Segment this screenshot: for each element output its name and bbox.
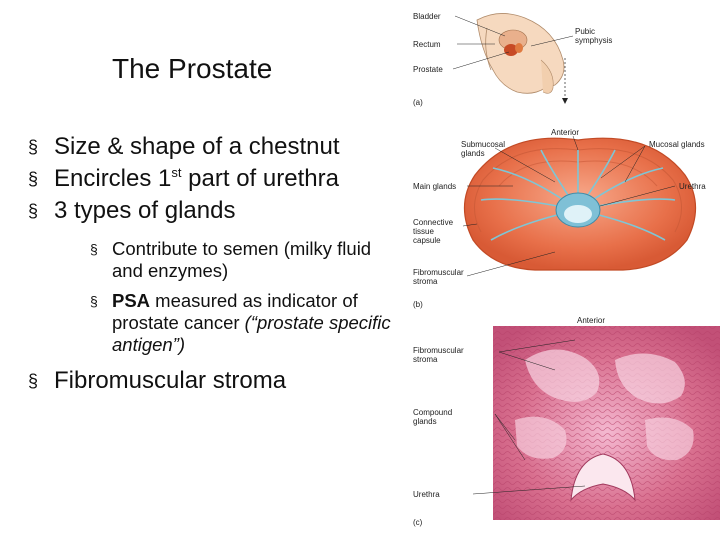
bullet-text: Size & shape of a chestnut — [54, 133, 340, 160]
label-main-glands: Main glands — [413, 182, 457, 191]
label-bladder: Bladder — [413, 12, 441, 21]
bullet-text: Fibromuscular stroma — [54, 367, 287, 394]
bullet-size-shape: § Size & shape of a chestnut — [28, 132, 403, 162]
bullet-text-post: part of urethra — [181, 165, 339, 192]
figure-drawing — [452, 13, 720, 520]
bullet-text: 3 types of glands — [54, 197, 236, 224]
caption-a: (a) — [413, 98, 423, 107]
label-mucosal-glands: Mucosal glands — [649, 140, 705, 149]
panel-a-sagittal — [452, 13, 574, 104]
label-fibromuscular-stroma-c: Fibromuscular stroma — [413, 346, 464, 364]
bullet-encircles-urethra: § Encircles 1st part of urethra — [28, 164, 403, 194]
label-pubic-symphysis: Pubic symphysis — [575, 27, 613, 45]
panel-b-cross-section — [462, 135, 697, 277]
bullet-list: § Size & shape of a chestnut § Encircles… — [28, 132, 403, 398]
label-prostate: Prostate — [413, 65, 443, 74]
sub-bullet-marker: § — [90, 241, 98, 257]
sub-bullet-list: § Contribute to semen (milky fluid and e… — [28, 238, 403, 356]
sub-bullet-semen: § Contribute to semen (milky fluid and e… — [90, 238, 403, 282]
prostate-figure: Bladder Rectum Prostate Pubic symphysis … — [405, 0, 720, 540]
bullet-marker: § — [28, 371, 39, 391]
panel-c-micrograph — [472, 326, 720, 520]
sub-bullet-text: measured as indicator of prostate cancer — [112, 290, 358, 333]
label-urethra-b: Urethra — [679, 182, 706, 191]
psa-term: PSA — [112, 290, 151, 311]
slide-title: The Prostate — [112, 53, 273, 84]
ordinal-superscript: st — [171, 165, 182, 180]
label-rectum: Rectum — [413, 40, 441, 49]
sub-bullet-marker: § — [90, 293, 98, 309]
label-anterior-c: Anterior — [577, 316, 606, 325]
label-fibromuscular-stroma-b: Fibromuscular stroma — [413, 268, 464, 286]
bullet-glands: § 3 types of glands — [28, 196, 403, 226]
caption-b: (b) — [413, 300, 423, 309]
sub-bullet-text: Contribute to semen (milky fluid and enz… — [112, 238, 372, 281]
bullet-stroma: § Fibromuscular stroma — [28, 366, 403, 396]
label-submucosal-glands: Submucosal glands — [461, 140, 506, 158]
bullet-marker: § — [28, 169, 39, 189]
label-compound-glands: Compound glands — [413, 408, 453, 426]
psa-expansion: (“prostate specific antigen”) — [112, 312, 391, 355]
caption-c: (c) — [413, 518, 423, 527]
sub-bullet-psa: § PSA measured as indicator of prostate … — [90, 290, 403, 356]
label-urethra-c: Urethra — [413, 490, 440, 499]
bullet-marker: § — [28, 201, 39, 221]
bullet-marker: § — [28, 137, 39, 157]
label-anterior-b: Anterior — [551, 128, 580, 137]
bullet-text-pre: Encircles 1 — [54, 165, 172, 192]
label-connective-tissue-capsule: Connective tissue capsule — [413, 218, 454, 245]
